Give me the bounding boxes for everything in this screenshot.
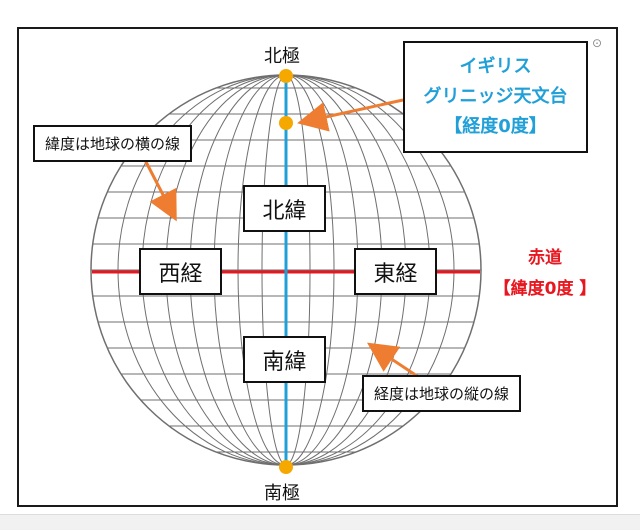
greenwich-line-2: グリニッジ天文台 (423, 86, 568, 107)
south-pole-dot (279, 460, 293, 474)
lens-icon[interactable]: ⊙ (591, 36, 603, 50)
south-pole-label: 南極 (264, 483, 300, 504)
west-longitude-box: 西経 (139, 248, 222, 295)
greenwich-arrow (297, 98, 404, 132)
latitude-arrow (142, 157, 177, 222)
equator-callout: 赤道 【緯度0度 】 (470, 243, 620, 305)
longitude-arrow (367, 342, 421, 380)
north-pole-dot (279, 69, 293, 83)
east-longitude-box: 東経 (354, 248, 437, 295)
equator-line-1: 赤道 (528, 248, 562, 268)
equator-line-2: 【緯度0度 】 (493, 279, 597, 299)
longitude-note: 経度は地球の縦の線 (362, 375, 522, 412)
greenwich-dot (279, 116, 293, 130)
north-latitude-box: 北緯 (243, 185, 326, 232)
latitude-note: 緯度は地球の横の線 (33, 125, 193, 162)
greenwich-callout: イギリス グリニッジ天文台 【経度0度】 (403, 41, 588, 153)
greenwich-line-1: イギリス (459, 56, 532, 77)
north-pole-label: 北極 (264, 46, 300, 67)
south-latitude-box: 南緯 (243, 336, 326, 383)
greenwich-line-3: 【経度0度】 (444, 116, 547, 137)
bottom-strip (0, 514, 640, 530)
